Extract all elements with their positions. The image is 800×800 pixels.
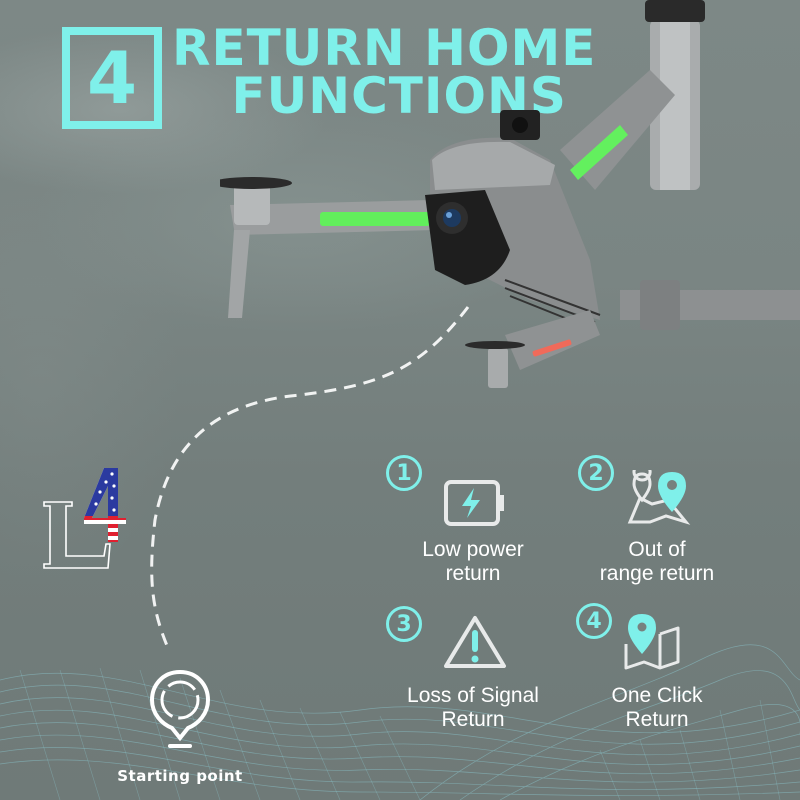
feature-count-number: 4 bbox=[86, 36, 138, 120]
feature-badge-2: 2 bbox=[578, 455, 614, 491]
feature-badge-1: 1 bbox=[386, 455, 422, 491]
feature-badge-4: 4 bbox=[576, 603, 612, 639]
feature-out-of-range-return: Out of range return bbox=[562, 538, 752, 586]
warning-triangle-icon bbox=[444, 616, 506, 668]
feature-label-line2: return bbox=[445, 562, 501, 585]
title-line-1: RETURN HOME bbox=[172, 19, 597, 77]
feature-label-line2: range return bbox=[599, 562, 715, 585]
drone-arm-left bbox=[220, 177, 435, 318]
feature-low-power-return: Low power return bbox=[378, 538, 568, 586]
l4-brand-logo bbox=[43, 468, 126, 569]
page-title: RETURN HOME FUNCTIONS bbox=[172, 19, 597, 121]
feature-one-click-return: One Click Return bbox=[562, 684, 752, 732]
drone-body bbox=[425, 110, 601, 329]
drone-arm-right bbox=[620, 280, 800, 330]
feature-count-box: 4 bbox=[62, 27, 162, 129]
feature-badge-3: 3 bbox=[386, 606, 422, 642]
feature-label-line2: Return bbox=[625, 708, 689, 731]
wireframe-wave-decoration bbox=[0, 644, 800, 800]
location-pin-icon bbox=[149, 669, 211, 748]
drone-arm-front bbox=[465, 310, 600, 388]
starting-point-label: Starting point bbox=[117, 767, 243, 785]
feature-label-line1: Loss of Signal bbox=[407, 684, 539, 707]
battery-charging-icon bbox=[444, 480, 504, 526]
feature-label-line1: Low power bbox=[422, 538, 524, 561]
feature-loss-of-signal-return: Loss of Signal Return bbox=[378, 684, 568, 732]
drone-illustration bbox=[220, 0, 800, 388]
map-pins-icon bbox=[627, 470, 691, 525]
starting-point-marker: Starting point bbox=[110, 668, 250, 785]
drone-arm-rear-right bbox=[560, 0, 705, 190]
feature-label-line1: Out of bbox=[628, 538, 686, 561]
feature-label-line2: Return bbox=[441, 708, 505, 731]
return-path-dashed-line bbox=[150, 306, 470, 649]
feature-label-line1: One Click bbox=[611, 684, 703, 707]
map-location-icon bbox=[624, 614, 680, 670]
